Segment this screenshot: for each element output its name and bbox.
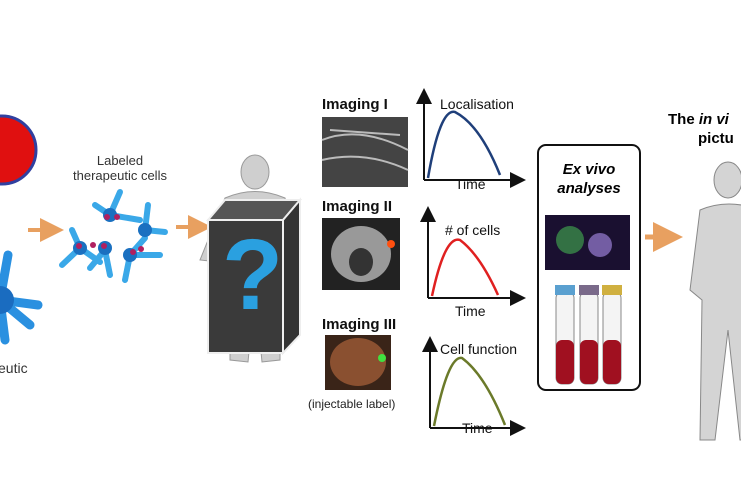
curve-cell-function — [432, 356, 507, 427]
title-italic: in vi — [698, 111, 729, 128]
title-line2: pictu — [698, 130, 734, 147]
graph-2-label: # of cells — [445, 222, 501, 238]
red-cell-icon — [0, 114, 38, 186]
labeled-cells-label: Labeled therapeutic cells — [60, 153, 180, 183]
graph-2-axis: Time — [455, 303, 486, 319]
graph-3-label: Cell function — [440, 341, 518, 357]
title-prefix: The — [668, 111, 699, 128]
labeled-cells-icon — [59, 189, 168, 283]
therapeutic-cell-icon — [0, 250, 43, 345]
graph-cell-count — [420, 206, 526, 306]
label-line: therapeutic cells — [73, 168, 167, 183]
imaging-3-title: Imaging III — [322, 316, 397, 333]
question-mark: ? — [222, 219, 284, 331]
graph-cell-function — [422, 336, 526, 436]
label-line: Labeled — [96, 153, 144, 168]
curve-cell-count — [430, 238, 500, 297]
graph-3-axis: Time — [462, 420, 493, 436]
black-box-icon — [205, 197, 303, 356]
graph-1-axis: Time — [455, 176, 486, 192]
graph-1-label: Localisation — [440, 96, 514, 112]
in-vivo-picture-title: The in vi pictu — [668, 110, 734, 148]
graph-localisation — [416, 88, 526, 188]
ex-vivo-line: Ex vivo — [562, 161, 616, 178]
injectable-label-caption: (injectable label) — [308, 397, 396, 411]
human-silhouette-icon — [689, 161, 741, 441]
therapeutic-cells-label: eutic — [0, 360, 28, 376]
ultrasound-image — [322, 117, 408, 187]
curve-localisation — [426, 110, 502, 179]
ex-vivo-line: analyses — [557, 180, 621, 197]
imaging-2-title: Imaging II — [322, 198, 393, 215]
blood-tubes-icon — [555, 285, 622, 385]
imaging-1-title: Imaging I — [322, 96, 388, 113]
ex-vivo-title: Ex vivo analyses — [538, 160, 640, 198]
